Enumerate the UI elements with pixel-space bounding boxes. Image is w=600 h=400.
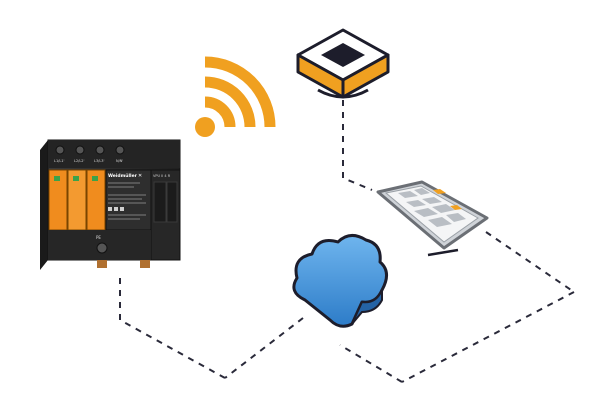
line-cloud-to-left [224, 317, 304, 379]
connection-lines [119, 100, 575, 383]
module-indicators [54, 176, 98, 181]
model-code-label: VPU II 4 R [153, 174, 171, 178]
module-icon [296, 28, 390, 99]
terminal-screws [55, 145, 125, 155]
tablet-icon [376, 180, 489, 257]
terminal-labels: L1/L1' L2/L2' L3/L3' N/N' [54, 159, 123, 163]
line-tablet-to-right [485, 231, 575, 293]
terminal-label-1: L1/L1' [54, 159, 65, 163]
brand-label: Weidmüller [108, 173, 138, 179]
terminal-label-3: L3/L3' [94, 159, 105, 163]
line-module-to-tablet [342, 100, 373, 191]
line-bottom-to-cloud [339, 344, 403, 383]
line-right-to-bottom [401, 291, 575, 383]
certification-marks [108, 207, 124, 211]
pe-terminal-label: PE [96, 235, 101, 240]
surge-protection-device: L1/L1' L2/L2' L3/L3' N/N' Weidmüller ✕ [40, 139, 181, 270]
tablet-screen-tiles [398, 188, 466, 227]
brand-logo-icon: ✕ [138, 173, 142, 179]
terminal-label-4: N/N' [116, 159, 123, 163]
line-left-to-device [119, 272, 226, 379]
wifi-icon [195, 56, 276, 137]
terminal-label-2: L2/L2' [74, 159, 85, 163]
label-text-lines [108, 182, 146, 220]
cloud-icon [292, 234, 388, 328]
